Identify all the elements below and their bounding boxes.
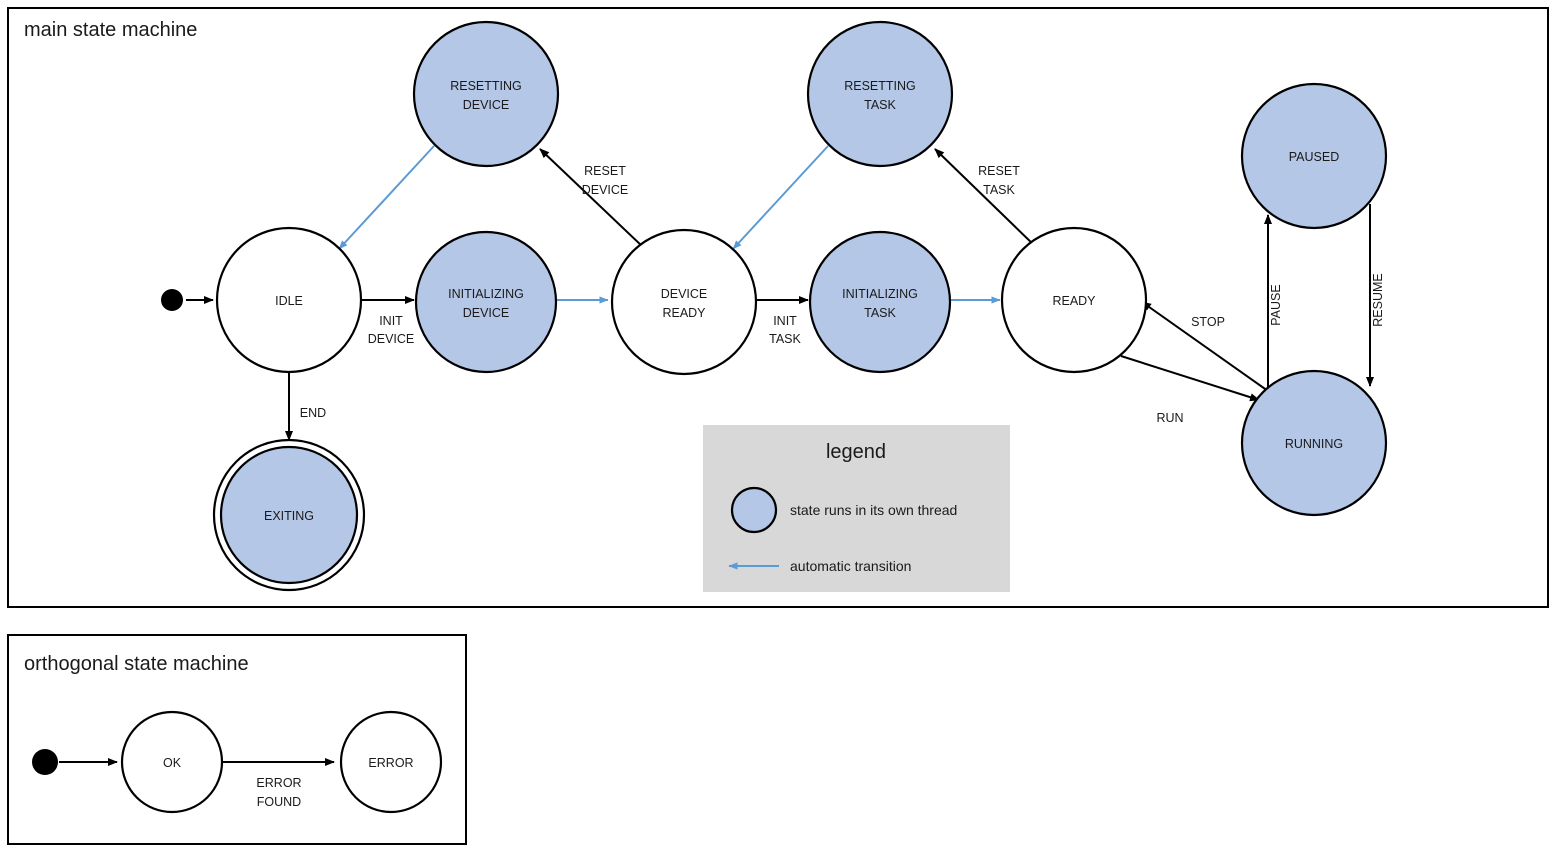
state-idle-label: IDLE	[275, 294, 303, 308]
legend-thread-state-swatch	[730, 486, 778, 534]
edge-ready-to-running	[1120, 355, 1260, 402]
edge-label-init-task-2: TASK	[769, 332, 801, 346]
state-initializing-task-label-2: TASK	[864, 306, 896, 320]
state-exiting-label: EXITING	[264, 509, 314, 523]
edge-label-resume: RESUME	[1371, 273, 1385, 326]
state-exiting[interactable]	[219, 445, 359, 585]
legend-thread-state-text: state runs in its own thread	[790, 502, 957, 518]
edge-label-reset-device-2: DEVICE	[582, 183, 629, 197]
state-initializing-device[interactable]	[414, 230, 558, 374]
state-resetting-task-label-1: RESETTING	[844, 79, 916, 93]
edge-label-stop: STOP	[1191, 315, 1225, 329]
state-resetting-device-label-1: RESETTING	[450, 79, 522, 93]
edge-running-to-ready	[1141, 301, 1269, 392]
orthogonal-frame-title: orthogonal state machine	[24, 653, 249, 675]
edge-label-end: END	[300, 406, 326, 420]
state-device-ready-label-2: READY	[662, 306, 706, 320]
state-paused[interactable]	[1240, 82, 1388, 230]
state-initializing-device-label-2: DEVICE	[463, 306, 510, 320]
state-initializing-task-label-1: INITIALIZING	[842, 287, 918, 301]
state-resetting-task-label-2: TASK	[864, 98, 896, 112]
state-resetting-device-label-2: DEVICE	[463, 98, 510, 112]
edge-label-run: RUN	[1156, 411, 1183, 425]
state-running-label: RUNNING	[1285, 437, 1343, 451]
legend-auto-transition-text: automatic transition	[790, 558, 911, 574]
edge-ready-to-resetting-task	[934, 148, 1037, 248]
edge-label-init-device-1: INIT	[379, 314, 403, 328]
edge-label-error-found-1: ERROR	[256, 776, 301, 790]
initial-state-dot-orthogonal	[32, 749, 58, 775]
state-resetting-task[interactable]	[806, 20, 954, 168]
state-error-label: ERROR	[368, 756, 413, 770]
state-initializing-task[interactable]	[808, 230, 952, 374]
initial-state-dot-main	[161, 289, 183, 311]
state-ok-label: OK	[163, 756, 182, 770]
state-paused-label: PAUSED	[1289, 150, 1339, 164]
edge-label-reset-task-1: RESET	[978, 164, 1020, 178]
state-initializing-device-label-1: INITIALIZING	[448, 287, 524, 301]
edge-label-reset-device-1: RESET	[584, 164, 626, 178]
state-error[interactable]	[339, 710, 443, 814]
edge-device-ready-to-resetting-device	[539, 148, 644, 248]
state-resetting-device[interactable]	[412, 20, 560, 168]
state-running[interactable]	[1240, 369, 1388, 517]
legend-title: legend	[826, 441, 886, 463]
edge-label-pause: PAUSE	[1269, 284, 1283, 325]
edge-label-init-device-2: DEVICE	[368, 332, 415, 346]
edge-resetting-device-to-idle	[338, 145, 435, 250]
edge-label-reset-task-2: TASK	[983, 183, 1015, 197]
state-idle[interactable]	[215, 226, 363, 374]
state-ready-label: READY	[1052, 294, 1096, 308]
state-device-ready-label-1: DEVICE	[661, 287, 708, 301]
main-frame-title: main state machine	[24, 19, 197, 41]
edge-label-error-found-2: FOUND	[257, 795, 301, 809]
state-ready[interactable]	[1000, 226, 1148, 374]
state-device-ready[interactable]	[610, 228, 758, 376]
edge-label-init-task-1: INIT	[773, 314, 797, 328]
edge-resetting-task-to-device-ready	[732, 145, 829, 250]
